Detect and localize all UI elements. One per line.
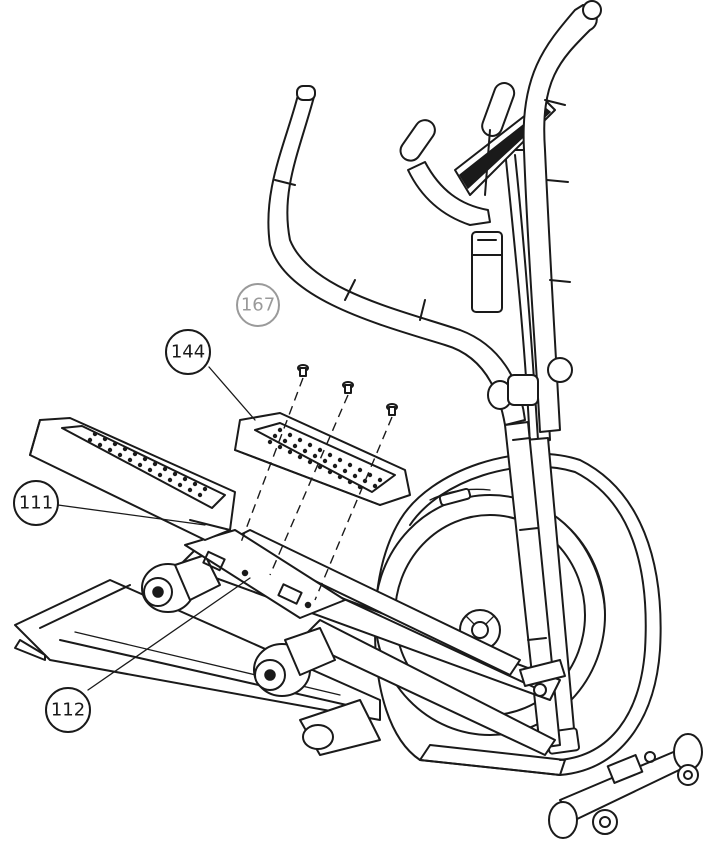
transport-wheel <box>592 809 618 835</box>
bolt <box>297 364 309 377</box>
bolt <box>386 403 398 416</box>
callout-112: 112 <box>45 687 91 733</box>
callout-144: 144 <box>165 329 211 375</box>
bolts-167 <box>297 364 398 416</box>
pedal-rollers <box>141 554 336 697</box>
bottle-holder <box>471 231 503 313</box>
front-foot <box>302 724 334 750</box>
callout-167: 167 <box>236 283 280 327</box>
callout-111: 111 <box>13 480 59 526</box>
pedal-right-144 <box>234 412 411 506</box>
pedal-left-111 <box>29 417 236 541</box>
bolt <box>342 381 354 394</box>
callout-144-label: 144 <box>171 342 205 363</box>
transport-wheel <box>677 764 699 786</box>
pedal-bracket-112 <box>184 529 346 619</box>
rear-stabilizer <box>548 733 703 839</box>
leader-lines <box>57 366 256 691</box>
callout-111-label: 111 <box>19 493 53 514</box>
assembly-guide-lines <box>239 377 393 601</box>
callout-167-label: 167 <box>241 295 275 316</box>
callout-112-label: 112 <box>51 700 85 721</box>
